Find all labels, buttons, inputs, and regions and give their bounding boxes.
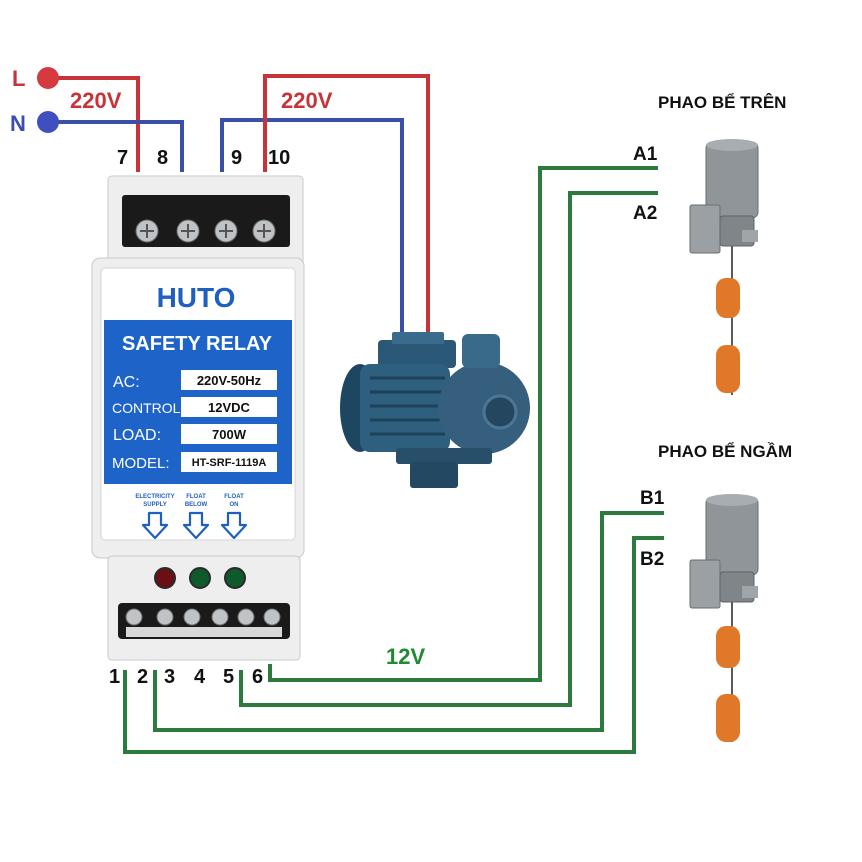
float-body [716,345,740,393]
pump-outlet [462,334,500,368]
bottom-screws [125,608,281,626]
power-input: L N 220V 220V [10,66,333,136]
indicator-captions: ELECTRICITY SUPPLY FLOAT BELOW FLOAT ON [135,494,244,508]
terminal-3-label: 3 [164,666,175,688]
spec-ac-box [181,370,277,390]
relay-top-terminal-block [122,195,290,247]
float-switch-icon [689,139,759,395]
pump-terminal-cap [392,332,444,344]
led-icon [189,567,211,589]
control-wire-5-a2 [239,191,658,707]
terminal-9-label: 9 [231,147,242,169]
live-wire-pump [263,74,430,345]
float-body [716,694,740,742]
wire-a2-label: A2 [633,203,657,224]
relay-title: SAFETY RELAY [122,333,273,355]
indicator-caption-2b: BELOW [185,502,208,508]
arrow-down-icon [220,511,248,540]
wire-b1-label: B1 [640,488,665,509]
control-wire-6-a1 [268,166,658,682]
neutral-wire-left [48,120,184,172]
voltage-left-label: 220V [70,88,122,113]
indicator-caption-3a: FLOAT [224,494,244,500]
wire-a1-label: A1 [633,144,658,165]
arrow-down-icon [182,511,210,540]
bottom-terminal-numbers: 1 2 3 4 5 6 [109,666,263,688]
terminal-10-label: 10 [268,147,290,169]
spec-load-value: 700W [212,427,247,442]
float-switch-icon [689,494,759,742]
led-icon [224,567,246,589]
pump-terminal-box [378,340,456,368]
spec-ac-label: AC: [113,374,140,391]
safety-relay: HUTO SAFETY RELAY AC: 220V-50Hz CONTROL:… [91,175,305,661]
terminal-1-label: 1 [109,666,120,688]
terminal-5-label: 5 [223,666,234,688]
float-body [716,278,740,318]
terminal-8-label: 8 [157,147,168,169]
neutral-label: N [10,111,26,136]
screw-icon [183,608,201,626]
spec-model-box [181,452,277,472]
control-voltage-label: 12V [386,644,425,669]
spec-model-label: MODEL: [112,455,170,472]
terminal-7-label: 7 [117,147,128,169]
spec-control-label: CONTROL: [112,400,184,416]
indicator-caption-2a: FLOAT [186,494,206,500]
neutral-terminal-dot [37,111,59,133]
spec-load-label: LOAD: [113,427,161,444]
spec-model-value: HT-SRF-1119A [192,457,267,469]
pump-motor [360,364,450,452]
top-screws [135,219,276,243]
terminal-6-label: 6 [252,666,263,688]
terminal-4-label: 4 [194,666,206,688]
pump-inlet [482,394,518,430]
pump-icon [340,332,530,488]
indicator-caption-1a: ELECTRICITY [135,494,174,500]
control-wire-1-b2 [123,536,664,754]
live-label: L [12,66,25,91]
spec-load-box [181,424,277,444]
led-icon [154,567,176,589]
control-wire-2-b1 [153,511,664,732]
live-terminal-dot [37,67,59,89]
top-terminal-numbers: 7 8 9 10 [117,147,290,169]
screw-icon [156,608,174,626]
indicator-caption-3b: ON [230,502,239,508]
neutral-wire-pump [220,118,404,345]
wires [48,74,664,754]
indicator-caption-1b: SUPPLY [143,502,166,508]
relay-bottom-base [126,627,282,637]
spec-control-box [181,397,277,417]
wire-b2-label: B2 [640,549,664,570]
spec-ac-value: 220V-50Hz [197,373,262,388]
arrow-down-icon [141,511,169,540]
voltage-right-label: 220V [281,88,333,113]
lower-float-title: PHAO BỂ NGẦM [658,442,792,461]
screw-icon [125,608,143,626]
pump-foot [410,462,458,488]
screw-icon [211,608,229,626]
screw-icon [263,608,281,626]
upper-float-title: PHAO BỂ TRÊN [658,93,786,112]
pump-base [396,448,492,464]
relay-brand: HUTO [157,282,236,313]
screw-icon [237,608,255,626]
live-wire-left [48,76,140,172]
float-body [716,626,740,668]
spec-control-value: 12VDC [208,400,251,415]
status-leds [154,567,246,589]
indicator-arrows [141,511,248,540]
terminal-2-label: 2 [137,666,148,688]
